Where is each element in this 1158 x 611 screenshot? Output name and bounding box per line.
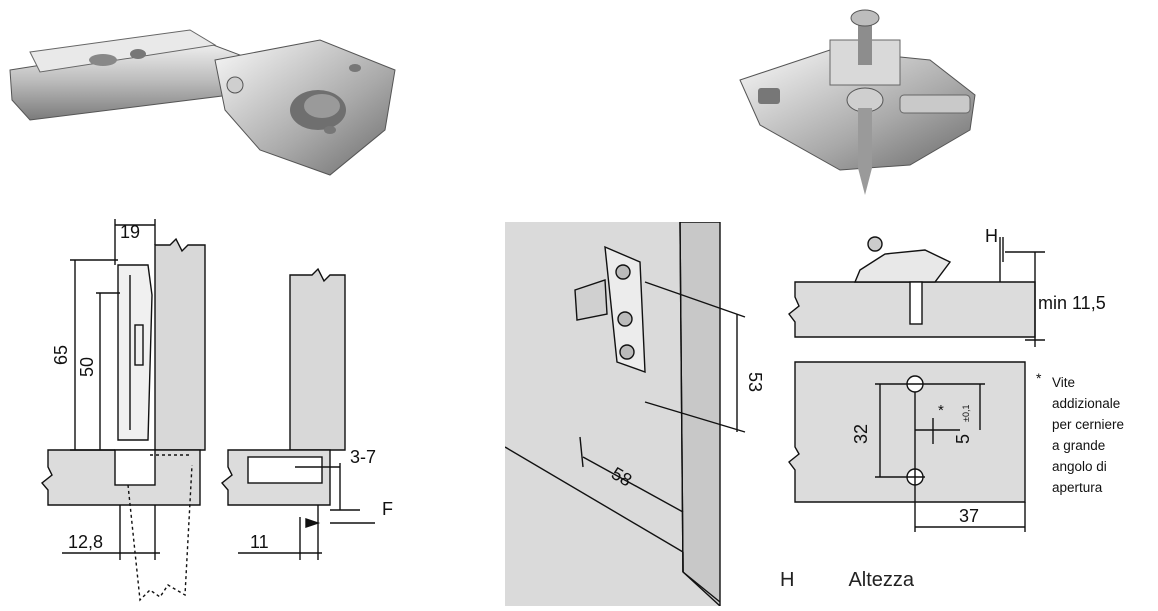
mounting-dimension-svg: 53 58 H min 11,5 32 5 ±0,1 * 37 [504,221,1106,608]
mounting-dimension-drawing: 53 58 H min 11,5 32 5 ±0,1 * 37 [504,221,1158,608]
dim-asterisk: * [938,402,944,419]
note-line: Vite [1052,375,1076,390]
dim-boring-offset: 12,8 [68,532,103,552]
legend-label: Altezza [848,569,915,591]
legend-symbol: H [780,569,795,591]
dim-top-width: 19 [120,222,140,242]
hinge-dimension-svg: 19 65 50 12,8 3-7 F 11 [40,219,393,602]
note-line: a grande [1052,438,1106,453]
hinge-illustration [9,29,396,176]
mounting-plate-illustration [739,9,976,195]
legend: H Altezza [780,569,914,592]
dim-hole-spacing: 32 [851,424,871,444]
note-line: apertura [1052,480,1103,495]
note-line: addizionale [1052,396,1121,411]
hinge-photo [0,0,410,200]
dim-height-inner: 50 [77,357,97,377]
dim-height-outer: 65 [51,345,71,365]
additional-screw-note: * Vite addizionale per cerniere a grande… [1036,370,1158,498]
note-line: per cerniere [1052,417,1125,432]
note-marker: * [1036,370,1042,386]
dim-edge-distance: 11 [250,532,269,552]
dim-front-distance: 37 [959,506,979,526]
door-panel-right [289,267,346,451]
dim-offset-tolerance: ±0,1 [961,405,971,422]
dim-overlay-range: 3-7 [350,447,376,467]
mounting-plate-photo [720,0,990,200]
dim-offset: 5 [953,434,973,444]
dim-marker-h: H [985,226,998,246]
door-panel [154,237,206,451]
dim-min-thickness: min 11,5 [1038,293,1106,313]
dim-marker-f: F [382,499,393,519]
hinge-dimension-drawing: 19 65 50 12,8 3-7 F 11 [0,205,420,605]
dim-plate-height: 53 [745,372,765,392]
note-line: angolo di [1052,459,1107,474]
